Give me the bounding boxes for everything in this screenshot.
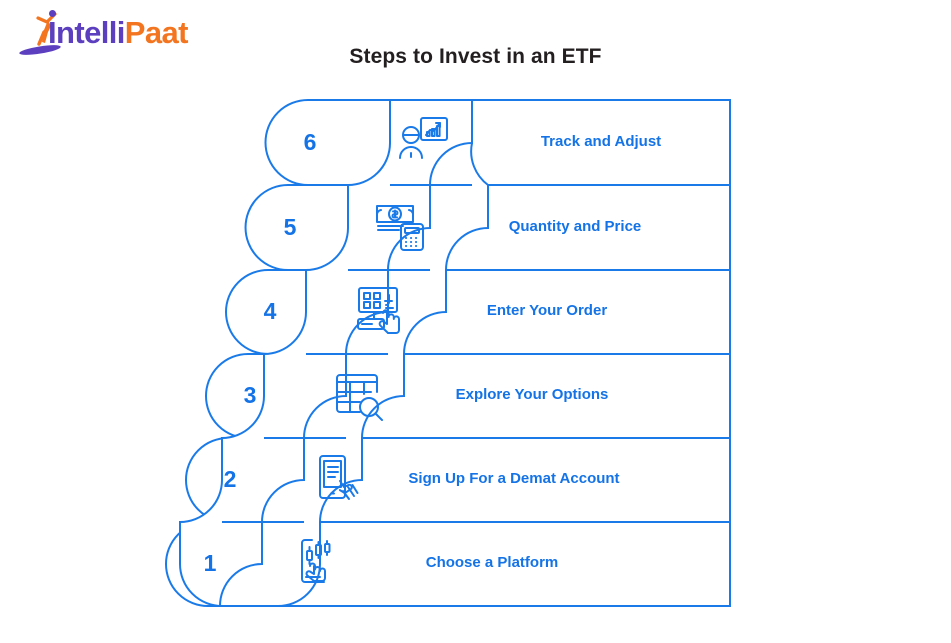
logo-text-intelli: Intelli	[48, 15, 125, 50]
step-number-3: 3	[243, 382, 257, 408]
brand-logo[interactable]: IntelliPaat	[18, 8, 188, 60]
step-number-1: 1	[203, 550, 217, 576]
page-title: Steps to Invest in an ETF	[349, 45, 602, 68]
step-label-3: Explore Your Options	[455, 386, 609, 403]
text-panel-seam-2	[261, 438, 305, 523]
text-panel-seam-3	[303, 354, 347, 439]
step-label-4: Enter Your Order	[486, 302, 608, 319]
logo-text-paat: Paat	[124, 15, 189, 50]
banknote-calculator-icon	[376, 205, 424, 251]
step-label-1: Choose a Platform	[425, 554, 559, 571]
table-magnifier-icon	[336, 374, 383, 421]
keypad-pound-hand-icon	[357, 287, 400, 334]
person-jumping-icon	[19, 10, 61, 55]
step-number-4: 4	[263, 298, 277, 324]
candlestick-mobile-hand-icon	[301, 539, 331, 583]
text-panel-seam-5	[387, 185, 431, 271]
step-number-5: 5	[283, 214, 297, 240]
step-number-6: 6	[303, 129, 317, 155]
logo-wordmark: IntelliPaat	[48, 14, 188, 52]
mobile-document-hand-icon	[319, 455, 359, 500]
text-panel-seam-6	[429, 100, 473, 186]
step-label-6: Track and Adjust	[540, 133, 662, 150]
step-label-2: Sign Up For a Demat Account	[408, 470, 620, 487]
text-panel-seam-1	[219, 522, 263, 607]
person-presentation-chart-icon	[399, 117, 448, 159]
step-number-2: 2	[223, 466, 237, 492]
step-label-5: Quantity and Price	[508, 218, 642, 235]
